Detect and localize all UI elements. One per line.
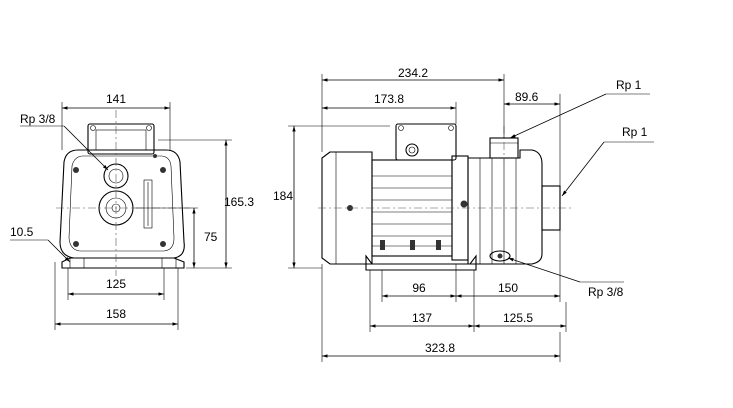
dim-150: 150 xyxy=(498,281,518,295)
dim-184: 184 xyxy=(273,189,293,203)
dim-75: 75 xyxy=(204,230,218,244)
label-rp38-right: Rp 3/8 xyxy=(588,285,624,299)
dim-323-8: 323.8 xyxy=(425,341,455,355)
dim-137: 137 xyxy=(412,311,432,325)
cooling-fins xyxy=(372,175,452,247)
dim-125: 125 xyxy=(106,277,126,291)
label-rp1-side: Rp 1 xyxy=(622,125,648,139)
dim-158: 158 xyxy=(106,307,126,321)
side-view-dimensions: 234.2 173.8 89.6 Rp 1 Rp 1 184 96 150 Rp xyxy=(273,66,654,362)
dim-89-6: 89.6 xyxy=(515,90,539,104)
dim-234-2: 234.2 xyxy=(398,66,428,80)
front-view xyxy=(56,110,190,276)
dim-125-5: 125.5 xyxy=(503,311,533,325)
dim-141: 141 xyxy=(106,92,126,106)
dim-165-3: 165.3 xyxy=(224,195,254,209)
label-rp1-top: Rp 1 xyxy=(616,78,642,92)
dim-10-5: 10.5 xyxy=(10,225,34,239)
label-rp38-left: Rp 3/8 xyxy=(20,112,56,126)
dim-173-8: 173.8 xyxy=(374,92,404,106)
dim-96: 96 xyxy=(412,281,426,295)
side-view xyxy=(318,123,572,271)
front-view-dimensions: 141 Rp 3/8 165.3 75 10.5 125 158 xyxy=(10,92,254,330)
